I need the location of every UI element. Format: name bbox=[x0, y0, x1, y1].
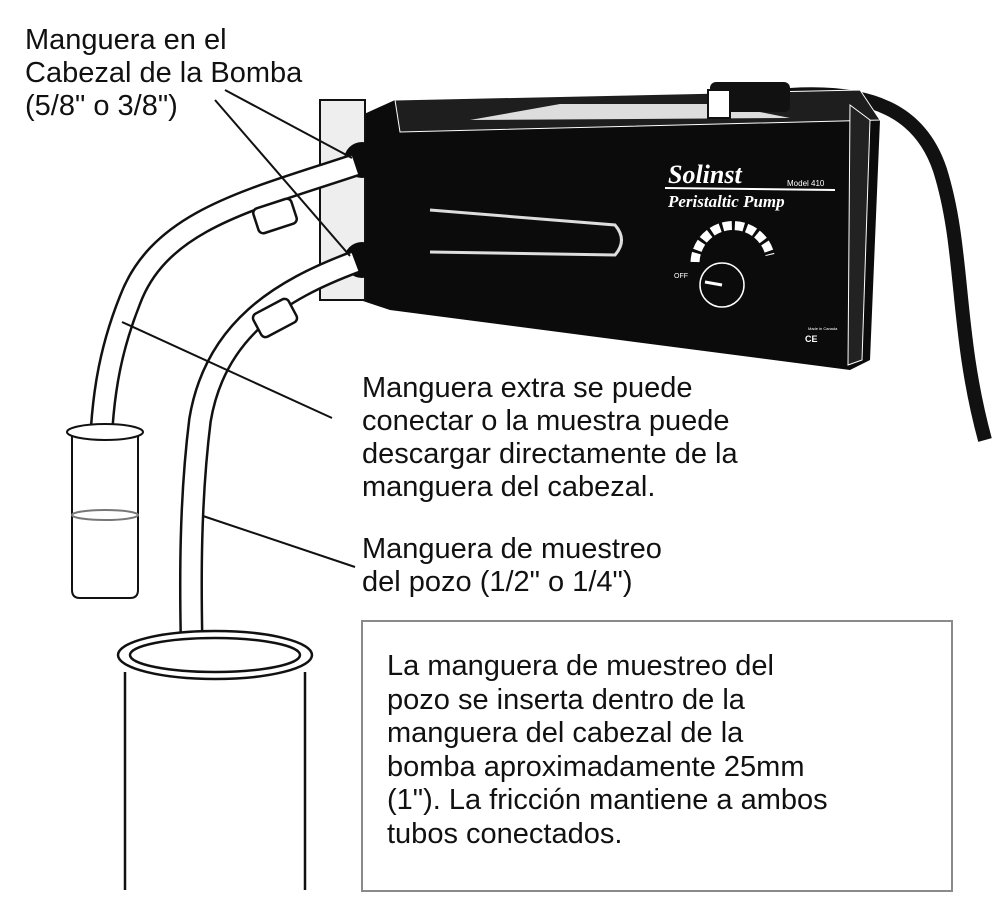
label-pump-head-tubing: Manguera en el Cabezal de la Bomba (5/8"… bbox=[25, 24, 303, 122]
label-well-tubing: Manguera de muestreo del pozo (1/2" o 1/… bbox=[362, 533, 662, 598]
svg-text:Made in Canada: Made in Canada bbox=[808, 326, 838, 331]
pump-body bbox=[319, 82, 881, 370]
svg-text:CE: CE bbox=[805, 334, 818, 344]
label-extra-tubing: Manguera extra se puede conectar o la mu… bbox=[362, 372, 738, 503]
speed-dial: OFF Made in Canada CE bbox=[674, 221, 838, 344]
well-casing bbox=[116, 629, 314, 890]
sample-bottle bbox=[66, 423, 144, 599]
note-box: La manguera de muestreo del pozo se inse… bbox=[361, 620, 953, 892]
pump-name: Peristaltic Pump bbox=[667, 192, 785, 211]
leader-lines bbox=[121, 89, 356, 568]
model-label: Model 410 bbox=[787, 179, 825, 188]
brand-logo: Solinst bbox=[668, 160, 742, 189]
pump-head-tubing bbox=[88, 153, 360, 661]
note-text: La manguera de muestreo del pozo se inse… bbox=[387, 650, 828, 850]
svg-text:OFF: OFF bbox=[674, 273, 688, 280]
